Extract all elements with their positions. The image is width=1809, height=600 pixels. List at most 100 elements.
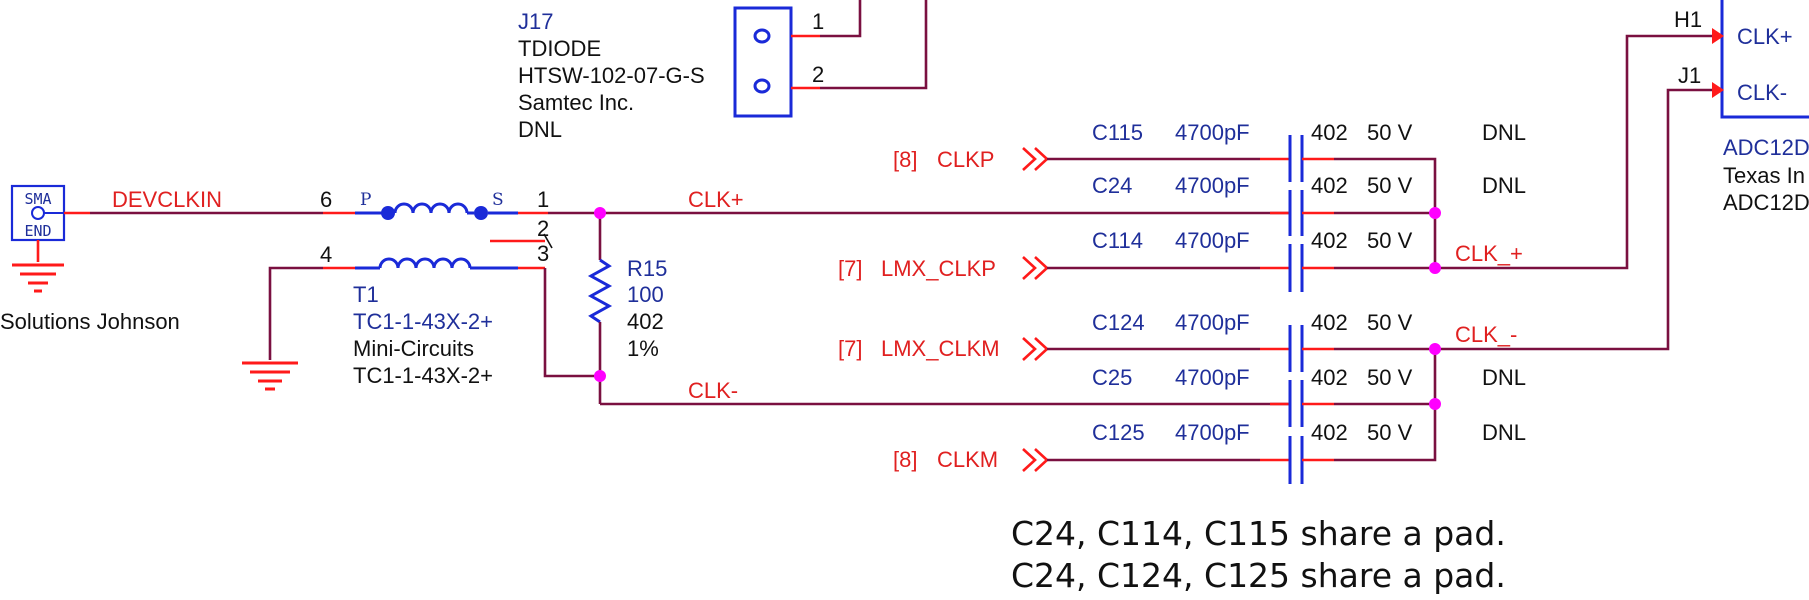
connector-j17-note: DNL	[518, 117, 562, 142]
resistor-r15[interactable]: R15 100 402 1%	[587, 213, 667, 376]
transformer-t1-primary-dot	[381, 206, 395, 220]
port-clkp-page: [8]	[893, 147, 917, 172]
junction-c24-bus	[1429, 207, 1441, 219]
junction-c114-bus	[1429, 262, 1441, 274]
capacitor-c124-ref: C124	[1092, 310, 1145, 335]
capacitor-c125-note: DNL	[1482, 420, 1526, 445]
capacitor-c25-voltage: 50 V	[1367, 365, 1413, 390]
capacitor-c125-wire-out	[1334, 404, 1437, 462]
ground-symbol-t1	[242, 361, 298, 391]
capacitor-c125-voltage: 50 V	[1367, 420, 1413, 445]
capacitor-c124-voltage: 50 V	[1367, 310, 1413, 335]
net-label-clk-under-minus[interactable]: CLK_-	[1455, 322, 1517, 347]
port-lmx-clkm-page: [7]	[838, 336, 862, 361]
port-lmx-clkp[interactable]: [7] LMX_CLKP	[838, 256, 1260, 281]
port-lmx-clkm-chevron1	[1022, 337, 1037, 361]
port-clkm[interactable]: [8] CLKM	[893, 447, 1260, 472]
net-label-clk-plus[interactable]: CLK+	[688, 187, 744, 212]
capacitor-c25-value: 4700pF	[1175, 365, 1250, 390]
connector-j17[interactable]: 1 2 J17 TDIODE HTSW-102-07-G-S Samtec In…	[518, 0, 928, 142]
adc-pin-clkm-name: CLK-	[1737, 80, 1787, 105]
adc-part: ADC12D	[1723, 190, 1809, 215]
resistor-r15-package: 402	[627, 309, 664, 334]
connector-j17-pin2-number: 2	[812, 62, 824, 87]
junction-c124-bus	[1429, 343, 1441, 355]
capacitor-c115-wire-out	[1334, 157, 1437, 213]
capacitor-c24[interactable]: C24 4700pF 402 50 V DNL	[1092, 173, 1526, 236]
port-clkm-page: [8]	[893, 447, 917, 472]
port-lmx-clkm[interactable]: [7] LMX_CLKM	[838, 336, 1260, 361]
port-lmx-clkp-page: [7]	[838, 256, 862, 281]
note-line-2: C24, C124, C125 share a pad.	[1011, 556, 1506, 595]
capacitor-c115-package: 402	[1311, 120, 1348, 145]
transformer-t1[interactable]: P S 6 4 1 2 3 T1 TC1-1-43X-2+ Mini-Circu…	[320, 187, 553, 388]
connector-j17-manufacturer: Samtec Inc.	[518, 90, 634, 115]
connector-j17-pin1-contact	[753, 28, 771, 44]
resistor-r15-zigzag	[587, 258, 613, 324]
adc-pin-clkp-name: CLK+	[1737, 24, 1793, 49]
capacitor-c124-value: 4700pF	[1175, 310, 1250, 335]
connector-j17-part: HTSW-102-07-G-S	[518, 63, 705, 88]
adc-manufacturer: Texas In	[1723, 163, 1805, 188]
transformer-t1-primary-winding	[393, 202, 469, 214]
wire-t1-pin3	[543, 268, 600, 378]
capacitor-c114[interactable]: C114 4700pF 402 50 V	[1092, 228, 1435, 292]
capacitor-c125[interactable]: C125 4700pF 402 50 V DNL	[1092, 404, 1526, 484]
wire-t1-pin4-ground	[268, 266, 323, 360]
capacitor-c114-voltage: 50 V	[1367, 228, 1413, 253]
capacitor-c115[interactable]: C115 4700pF 402 50 V DNL	[1092, 120, 1526, 213]
capacitor-c24-ref: C24	[1092, 173, 1132, 198]
net-label-clk-minus[interactable]: CLK-	[688, 378, 738, 403]
capacitor-c25-note: DNL	[1482, 365, 1526, 390]
transformer-t1-pin1-number: 1	[537, 187, 549, 212]
transformer-t1-value: TC1-1-43X-2+	[353, 309, 493, 334]
transformer-t1-secondary-dot	[474, 206, 488, 220]
sma-connector[interactable]: SMA END Solutions Johnson	[0, 184, 180, 334]
wire-j17-pin2	[820, 0, 928, 90]
sma-connector-vendor: Solutions Johnson	[0, 309, 180, 334]
wire-j17-pin1	[820, 0, 862, 38]
adc-pin-h1-number: H1	[1674, 7, 1702, 32]
capacitor-c115-note: DNL	[1482, 120, 1526, 145]
capacitor-c125-package: 402	[1311, 420, 1348, 445]
sma-connector-label-top: SMA	[24, 190, 51, 208]
capacitor-c24-package: 402	[1311, 173, 1348, 198]
transformer-t1-bottom-winding	[378, 257, 472, 269]
sma-connector-center-pin	[31, 206, 45, 220]
capacitor-c124-package: 402	[1311, 310, 1348, 335]
resistor-r15-ref: R15	[627, 256, 667, 281]
net-label-devclkin[interactable]: DEVCLKIN	[112, 187, 222, 212]
sma-connector-label-bottom: END	[24, 222, 51, 240]
adc-symbol[interactable]: H1 J1 CLK+ CLK- ADC12D Texas In ADC12D	[1674, 0, 1809, 215]
transformer-t1-pin3-number: 3	[537, 241, 549, 266]
capacitor-c124[interactable]: C124 4700pF 402 50 V	[1092, 310, 1435, 372]
ground-symbol-sma	[12, 263, 64, 293]
connector-j17-value: TDIODE	[518, 36, 601, 61]
capacitor-c24-voltage: 50 V	[1367, 173, 1413, 198]
adc-pin-clkm-arrow	[1712, 82, 1724, 98]
connector-j17-body	[733, 6, 793, 118]
adc-symbol-body	[1720, 0, 1809, 119]
port-clkp-chevron1	[1022, 147, 1037, 171]
port-clkp-name: CLKP	[937, 147, 994, 172]
capacitor-c115-value: 4700pF	[1175, 120, 1250, 145]
port-clkp[interactable]: [8] CLKP	[893, 147, 1260, 172]
transformer-t1-pin2-noconnect	[543, 233, 553, 249]
net-label-clk-under-plus[interactable]: CLK_+	[1455, 241, 1523, 266]
transformer-t1-primary-label: P	[360, 190, 371, 210]
transformer-t1-secondary-label: S	[492, 190, 504, 210]
transformer-t1-pin6-number: 6	[320, 187, 332, 212]
capacitor-c114-ref: C114	[1092, 228, 1143, 253]
note-line-1: C24, C114, C115 share a pad.	[1011, 514, 1506, 553]
capacitor-c25[interactable]: C25 4700pF 402 50 V DNL	[1092, 349, 1526, 427]
port-clkm-chevron1	[1022, 448, 1037, 472]
capacitor-c24-note: DNL	[1482, 173, 1526, 198]
port-clkm-name: CLKM	[937, 447, 998, 472]
transformer-t1-ref: T1	[353, 282, 379, 307]
connector-j17-pin1-number: 1	[812, 9, 824, 34]
transformer-t1-pin4-number: 4	[320, 242, 332, 267]
junction-clk-plus-r15	[594, 207, 606, 219]
capacitor-c115-voltage: 50 V	[1367, 120, 1413, 145]
resistor-r15-tolerance: 1%	[627, 336, 659, 361]
